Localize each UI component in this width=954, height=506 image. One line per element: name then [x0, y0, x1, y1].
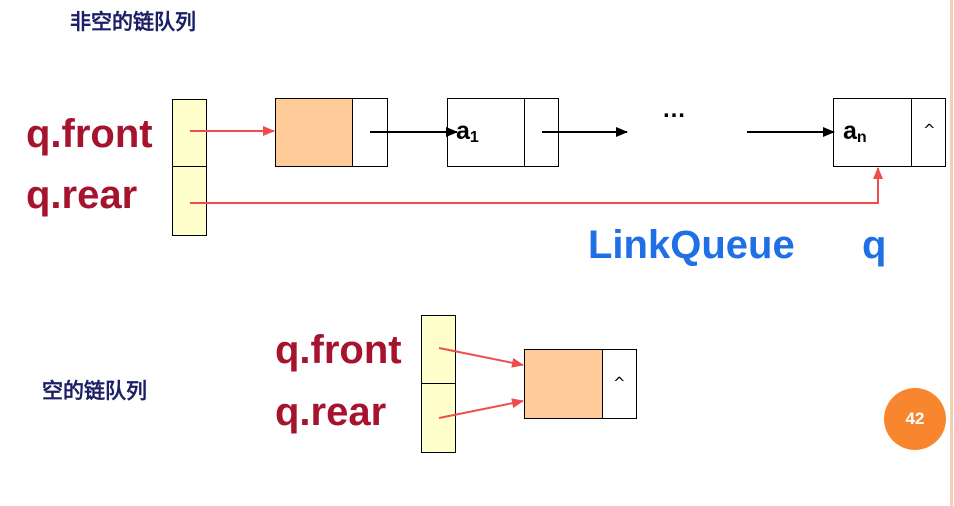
rear-pointer-label: q.rear — [26, 173, 138, 217]
nonempty-queue-title: 非空的链队列 — [70, 10, 196, 34]
empty-null-pointer-mark: ^ — [613, 374, 626, 392]
front-pointer-label: q.front — [26, 112, 153, 156]
ellipsis: … — [662, 96, 686, 123]
empty-queue-rear-cell — [421, 383, 456, 453]
empty-head-node-data — [524, 349, 603, 419]
node-an-label: an — [843, 117, 867, 146]
queue-front-cell — [172, 99, 207, 167]
node-an-next: ^ — [911, 98, 946, 167]
page-number-badge: 42 — [884, 388, 946, 450]
queue-variable-label: q — [862, 223, 887, 267]
node-a1-data: a1 — [447, 98, 525, 167]
null-pointer-mark: ^ — [923, 121, 936, 139]
empty-front-pointer-label: q.front — [275, 328, 402, 372]
queue-rear-cell — [172, 166, 207, 236]
rear-arrow — [190, 167, 883, 204]
empty-head-node-next: ^ — [602, 349, 637, 419]
empty-front-arrow — [438, 347, 524, 368]
slide-right-border — [950, 0, 953, 506]
empty-queue-title: 空的链队列 — [42, 379, 147, 403]
linkqueue-type-label: LinkQueue — [588, 223, 795, 267]
node-a1-label: a1 — [456, 117, 479, 146]
empty-rear-pointer-label: q.rear — [275, 390, 387, 434]
empty-rear-arrow — [438, 398, 524, 419]
